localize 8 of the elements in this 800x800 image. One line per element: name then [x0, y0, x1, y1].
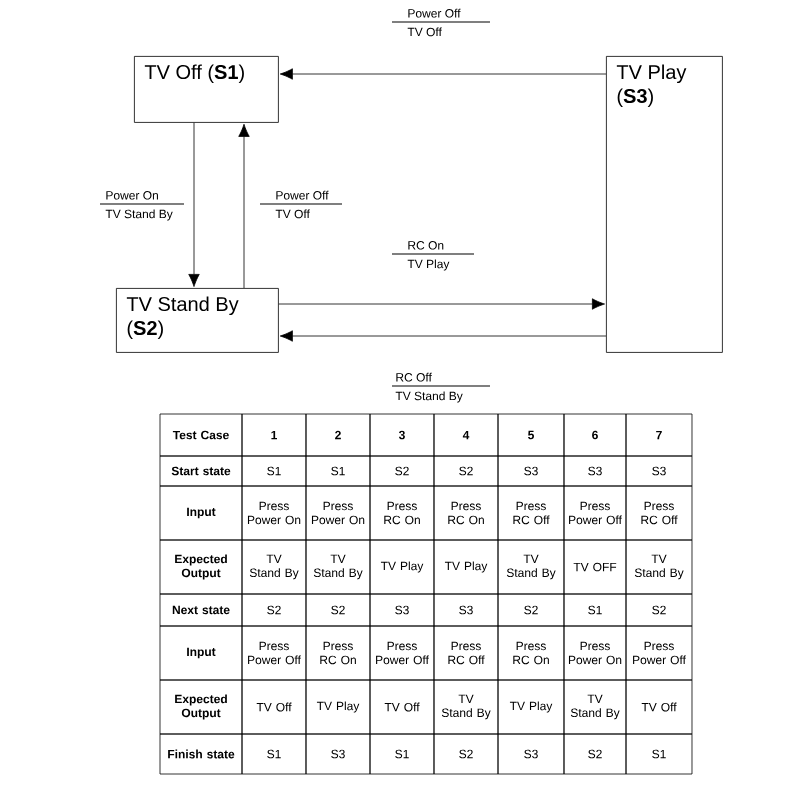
state-box: TV Stand By (S2)	[116, 288, 279, 353]
arrow	[278, 298, 605, 310]
arrow	[238, 123, 250, 289]
arrow	[188, 122, 200, 287]
arrow	[279, 68, 607, 80]
state-box: TV Off (S1)	[134, 56, 279, 123]
state-box: TV Play (S3)	[606, 56, 723, 353]
arrow	[279, 330, 607, 342]
